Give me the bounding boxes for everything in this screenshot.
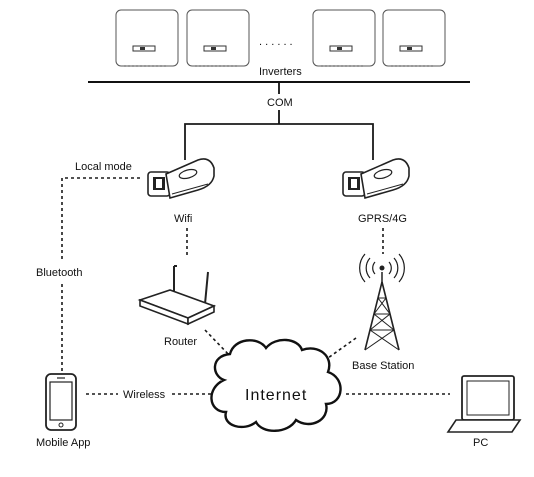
wifi-dongle-icon [147, 158, 215, 200]
com-branch-line [184, 123, 374, 160]
router-label: Router [164, 336, 197, 348]
inverters-label: Inverters [259, 66, 302, 78]
local-mode-label: Local mode [75, 161, 132, 173]
bluetooth-label: Bluetooth [36, 267, 82, 279]
wifi-label: Wifi [174, 213, 192, 225]
inverters-ellipsis: . . . . . . [259, 36, 293, 48]
inverter-3 [312, 9, 376, 67]
inverter-4 [382, 9, 446, 67]
internet-cloud-icon [210, 338, 342, 432]
com-label: COM [267, 97, 293, 109]
local-mode-link [61, 177, 140, 262]
mobile-app-label: Mobile App [36, 437, 90, 449]
internet-label: Internet [245, 387, 307, 404]
base-station-label: Base Station [352, 360, 414, 372]
inverter-1 [115, 9, 179, 67]
router-icon [137, 265, 217, 326]
mobile-phone-icon [45, 373, 77, 431]
base-station-icon [359, 253, 405, 351]
inverter-2 [186, 9, 250, 67]
gprs-label: GPRS/4G [358, 213, 407, 225]
gprs-dongle-icon [342, 158, 410, 200]
pc-label: PC [473, 437, 488, 449]
laptop-icon [446, 375, 522, 433]
base-internet-link [327, 337, 357, 359]
wireless-label: Wireless [123, 389, 166, 401]
